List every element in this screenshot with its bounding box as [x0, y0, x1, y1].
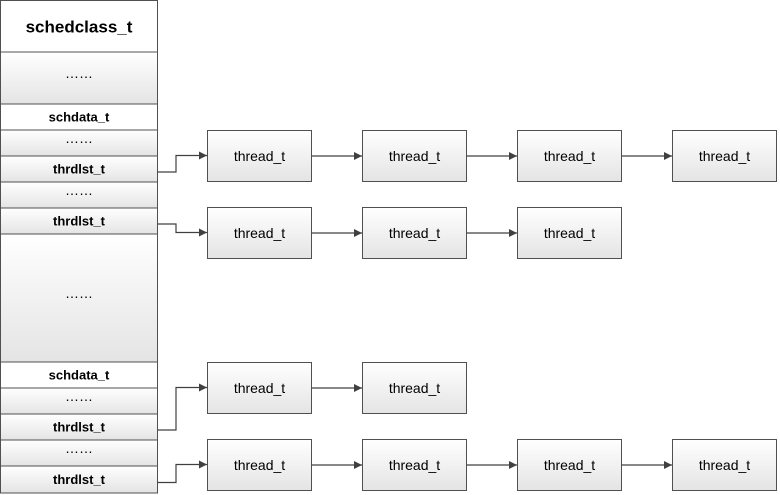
- thread-node-label: thread_t: [234, 148, 285, 164]
- thread-node-label: thread_t: [389, 380, 440, 396]
- connector-lines: [157, 151, 207, 484]
- column-row-label: ……: [65, 182, 93, 198]
- thread-node: thread_t: [517, 439, 622, 491]
- column-row-label: ……: [65, 285, 93, 301]
- column-row-ellipsis: ……: [0, 51, 158, 105]
- column-row-ellipsis: ……: [0, 181, 158, 209]
- thread-node-label: thread_t: [699, 148, 750, 164]
- thread-node-label: thread_t: [699, 457, 750, 473]
- column-row-schdata: schdata_t: [0, 361, 158, 389]
- thread-node-label: thread_t: [544, 225, 595, 241]
- column-row-label: thrdlst_t: [53, 162, 106, 177]
- column-row-thrdlst: thrdlst_t: [0, 155, 158, 183]
- thread-node-label: thread_t: [234, 457, 285, 473]
- column-row-ellipsis: ……: [0, 387, 158, 415]
- connector-arrow: [157, 223, 207, 237]
- column-row-label: schdata_t: [49, 368, 110, 383]
- column-row-thrdlst: thrdlst_t: [0, 207, 158, 235]
- thread-node: thread_t: [362, 362, 467, 414]
- thread-node-label: thread_t: [234, 225, 285, 241]
- column-row-label: ……: [65, 130, 93, 146]
- column-row-label: schedclass_t: [26, 17, 133, 36]
- connector-arrow: [157, 460, 207, 484]
- column-row-ellipsis: ……: [0, 129, 158, 157]
- column-row-title: schedclass_t: [0, 0, 158, 53]
- schedclass-column: schedclass_t …… schdata_t …… thrdlst_t …… thrd…: [0, 0, 158, 494]
- thread-node: thread_t: [672, 130, 777, 182]
- thread-node: thread_t: [517, 130, 622, 182]
- thread-node: thread_t: [207, 130, 312, 182]
- column-row-label: thrdlst_t: [53, 472, 106, 487]
- thread-node: thread_t: [517, 207, 622, 259]
- column-row-thrdlst: thrdlst_t: [0, 465, 158, 494]
- thread-node-label: thread_t: [234, 380, 285, 396]
- thread-list-4: thread_t thread_t thread_t thread_t: [207, 439, 777, 491]
- thread-node-label: thread_t: [544, 457, 595, 473]
- column-row-thrdlst: thrdlst_t: [0, 413, 158, 441]
- column-row-label: ……: [65, 388, 93, 404]
- thread-node-label: thread_t: [389, 148, 440, 164]
- thread-list-3: thread_t thread_t: [207, 362, 467, 414]
- column-row-label: ……: [65, 65, 93, 81]
- thread-node: thread_t: [207, 362, 312, 414]
- column-row-label: thrdlst_t: [53, 214, 106, 229]
- thread-list-1: thread_t thread_t thread_t thread_t: [207, 130, 777, 182]
- column-row-label: thrdlst_t: [53, 420, 106, 435]
- column-row-ellipsis: ……: [0, 233, 158, 363]
- thread-node: thread_t: [362, 439, 467, 491]
- connector-arrow: [157, 151, 207, 173]
- column-row-label: ……: [65, 440, 93, 456]
- thread-node-label: thread_t: [544, 148, 595, 164]
- thread-node-label: thread_t: [389, 457, 440, 473]
- thread-node: thread_t: [207, 439, 312, 491]
- column-row-ellipsis: ……: [0, 439, 158, 467]
- thread-node: thread_t: [362, 207, 467, 259]
- thread-node: thread_t: [362, 130, 467, 182]
- thread-node: thread_t: [672, 439, 777, 491]
- thread-node: thread_t: [207, 207, 312, 259]
- column-row-schdata: schdata_t: [0, 103, 158, 131]
- column-row-label: schdata_t: [49, 110, 110, 125]
- connector-arrow: [157, 383, 207, 431]
- thread-list-2: thread_t thread_t thread_t: [207, 207, 622, 259]
- thread-node-label: thread_t: [389, 225, 440, 241]
